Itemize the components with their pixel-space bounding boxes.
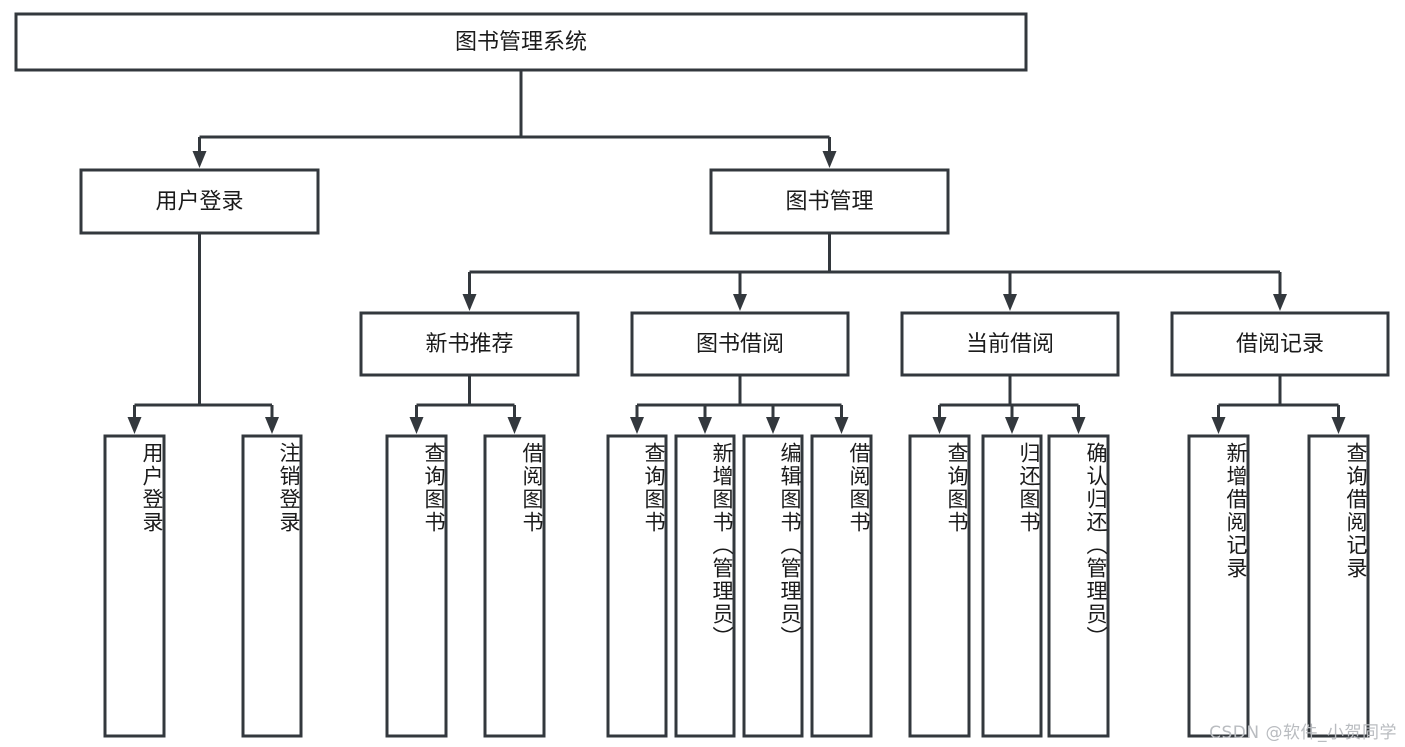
level2-node-借阅记录-3-box[interactable]	[1170, 311, 1390, 377]
arrow-head-icon	[127, 417, 142, 434]
leaf-node-用户登录-0-box[interactable]	[103, 434, 166, 738]
connector-layer	[127, 70, 1346, 434]
leaf-node-查询图书-4-box[interactable]	[606, 434, 668, 738]
arrow-head-icon	[1273, 294, 1287, 311]
arrow-head-icon	[698, 417, 712, 434]
arrow-head-icon	[1005, 417, 1019, 434]
level2-node-图书借阅-1-label: 图书借阅	[696, 332, 784, 357]
arrow-head-icon	[462, 294, 477, 311]
arrow-head-icon	[932, 417, 947, 434]
root-node-box[interactable]	[14, 12, 1028, 72]
level1-node-用户登录-0-box[interactable]	[79, 168, 320, 235]
arrow-head-icon	[766, 417, 780, 434]
leaf-node-注销登录-1-box[interactable]	[241, 434, 303, 738]
arrow-head-icon	[192, 151, 207, 168]
arrow-head-icon	[1331, 417, 1346, 434]
arrow-head-icon	[630, 417, 644, 434]
leaf-node-查询借阅记录-12-box[interactable]	[1307, 434, 1370, 738]
level1-node-用户登录-0-label: 用户登录	[155, 190, 243, 215]
leaf-node-借阅图书-3-box[interactable]	[483, 434, 546, 738]
level2-node-新书推荐-0-label: 新书推荐	[425, 332, 513, 357]
leaf-node-新增图书管理员-5-box[interactable]	[674, 434, 736, 738]
leaf-node-借阅图书-7-box[interactable]	[810, 434, 873, 738]
leaf-node-查询图书-2-box[interactable]	[385, 434, 448, 738]
root-node-label: 图书管理系统	[455, 30, 587, 55]
arrow-head-icon	[1003, 294, 1017, 311]
arrow-head-icon	[265, 417, 279, 434]
arrow-head-icon	[822, 151, 837, 168]
leaf-node-确认归还管理员-10-box[interactable]	[1047, 434, 1110, 738]
arrow-head-icon	[507, 417, 522, 434]
watermark: CSDN @软件_小贺同学	[1209, 723, 1397, 743]
level1-node-图书管理-1-box[interactable]	[709, 168, 950, 235]
arrow-head-icon	[409, 417, 424, 434]
arrow-head-icon	[1211, 417, 1226, 434]
arrow-head-icon	[733, 294, 747, 311]
arrow-head-icon	[1071, 417, 1086, 434]
level2-node-借阅记录-3-label: 借阅记录	[1236, 332, 1324, 357]
leaf-node-新增借阅记录-11-box[interactable]	[1187, 434, 1250, 738]
level2-node-当前借阅-2-label: 当前借阅	[966, 332, 1054, 357]
leaf-node-编辑图书管理员-6-box[interactable]	[742, 434, 804, 738]
level2-node-图书借阅-1-box[interactable]	[630, 311, 850, 377]
level2-node-新书推荐-0-box[interactable]	[359, 311, 580, 377]
arrow-head-icon	[834, 417, 849, 434]
leaf-node-归还图书-9-box[interactable]	[981, 434, 1043, 738]
level2-node-当前借阅-2-box[interactable]	[900, 311, 1120, 377]
level1-node-图书管理-1-label: 图书管理	[785, 190, 873, 215]
leaf-node-查询图书-8-box[interactable]	[908, 434, 971, 738]
